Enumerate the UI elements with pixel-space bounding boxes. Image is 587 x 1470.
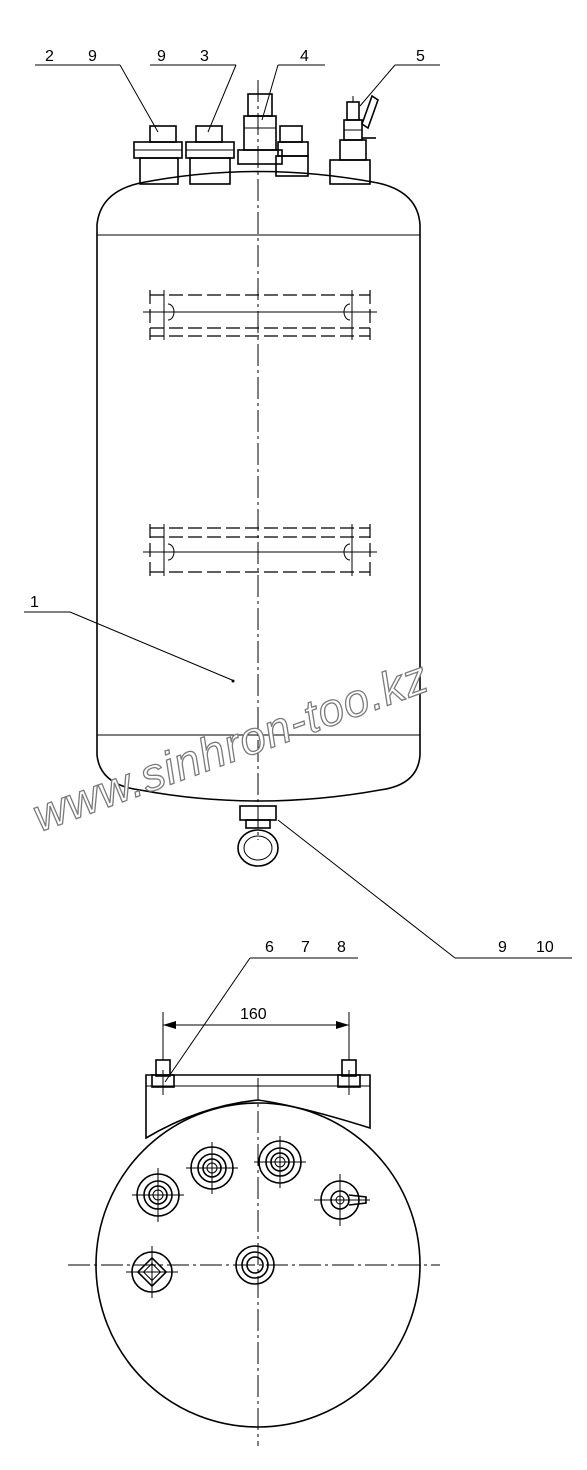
label-9a: 9 [88,48,97,65]
label-10: 10 [536,939,554,956]
upper-mounting-bracket [143,290,377,340]
label-8: 8 [337,939,346,956]
fitting-2 [133,125,183,185]
top-fitting-square [126,1246,178,1298]
label-6: 6 [265,939,274,956]
leader-line-9-10 [277,819,572,959]
watermark-text: www.sinhron-too.kz [26,650,435,841]
label-9c: 9 [498,939,507,956]
leader-line-6-7-8 [164,957,358,1083]
label-4: 4 [300,48,309,65]
lower-mounting-bracket [143,524,377,576]
top-fitting-b [186,1142,238,1194]
label-5: 5 [416,48,425,65]
label-2: 2 [45,48,54,65]
leader-lines-top [35,64,440,133]
fitting-5-valve [329,94,379,185]
label-9b: 9 [157,48,166,65]
leader-line-1 [24,611,235,683]
top-fitting-a [132,1168,184,1222]
fitting-9 [275,125,309,177]
dimension-160-value: 160 [240,1006,267,1023]
fitting-3 [185,125,235,185]
label-1: 1 [30,594,39,611]
fitting-4 [237,93,283,165]
top-fitting-center [235,1245,275,1285]
top-fitting-c [254,1136,306,1188]
label-3: 3 [200,48,209,65]
dimension-160: 160 [162,1006,350,1060]
label-7: 7 [301,939,310,956]
top-fitting-valve [314,1174,370,1226]
